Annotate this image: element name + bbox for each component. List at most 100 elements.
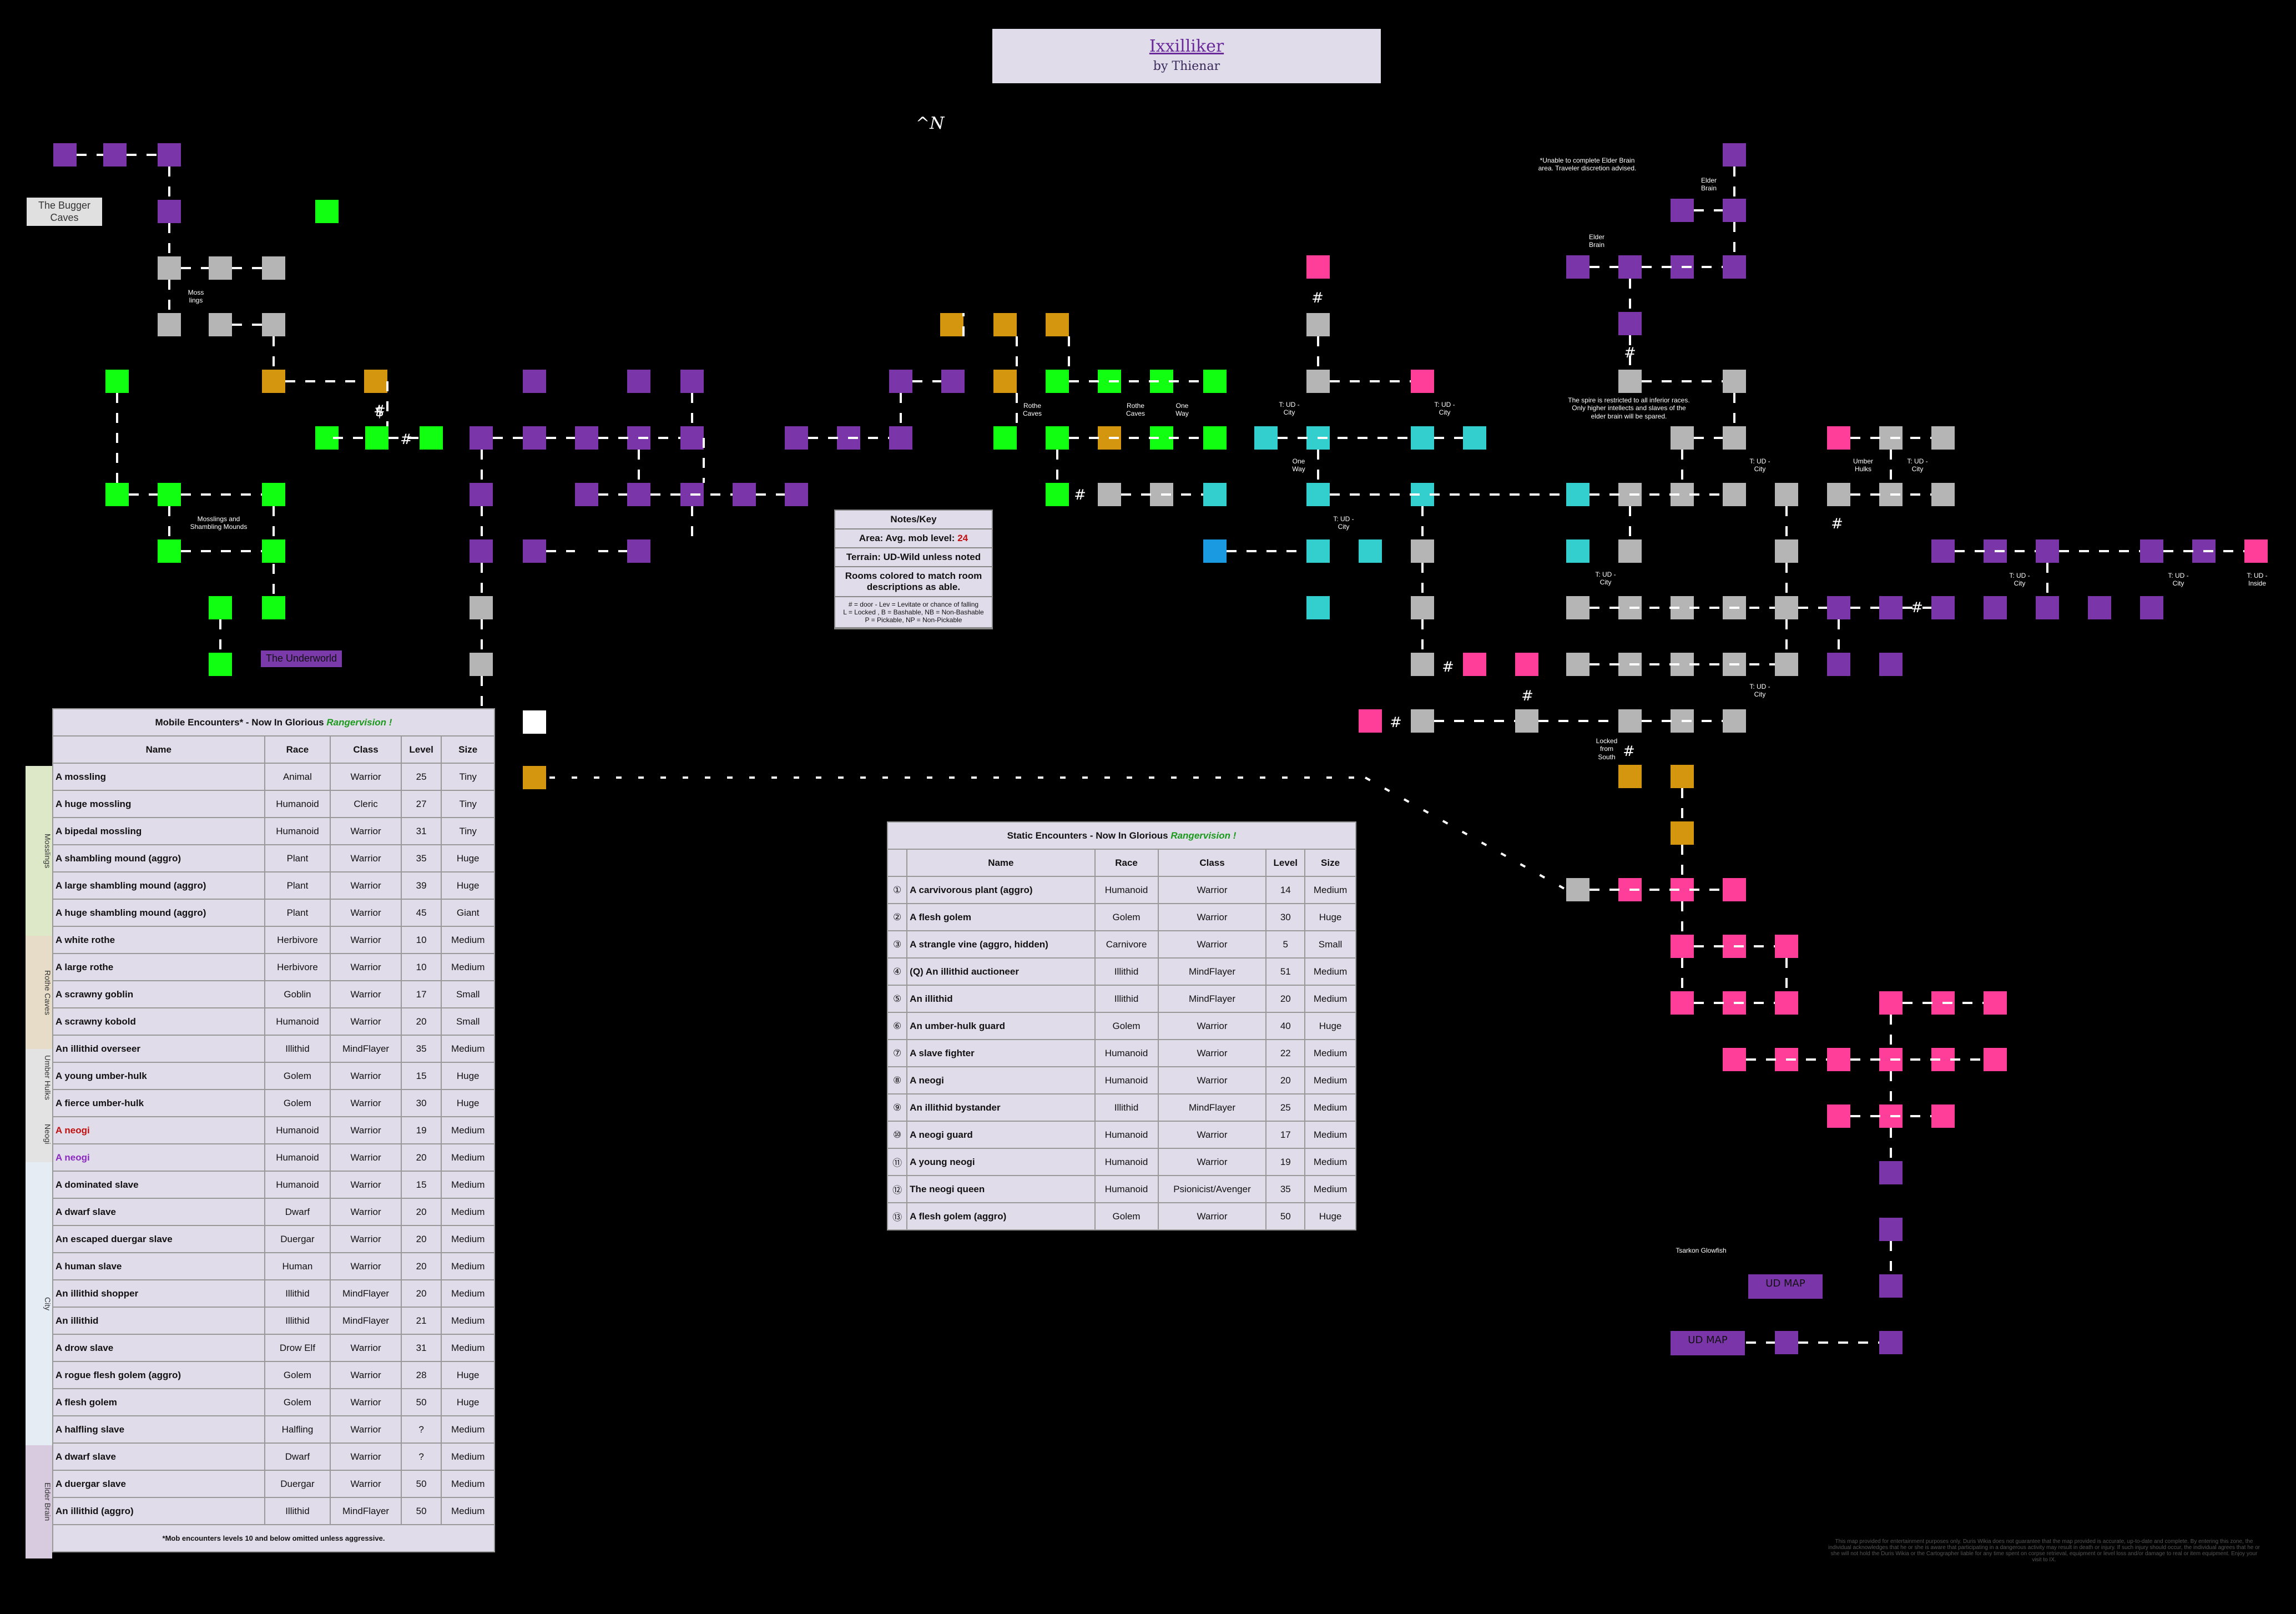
map-room[interactable]: [420, 426, 443, 450]
map-room[interactable]: [1671, 199, 1694, 222]
map-room[interactable]: [1827, 1048, 1850, 1071]
map-room[interactable]: [1671, 935, 1694, 958]
map-room[interactable]: [1046, 370, 1069, 393]
map-room[interactable]: [2036, 596, 2059, 619]
map-room[interactable]: [53, 143, 77, 167]
map-room[interactable]: [1984, 596, 2007, 619]
map-room[interactable]: [158, 539, 181, 563]
map-room[interactable]: [1723, 709, 1746, 733]
map-room[interactable]: [1827, 483, 1850, 506]
map-room[interactable]: [1879, 653, 1903, 676]
map-room[interactable]: [1775, 935, 1798, 958]
map-room[interactable]: [1306, 539, 1330, 563]
map-room[interactable]: [1411, 539, 1434, 563]
bugger-caves-label[interactable]: The Bugger Caves: [27, 198, 102, 226]
map-room[interactable]: [523, 426, 546, 450]
map-room[interactable]: [1827, 596, 1850, 619]
map-room[interactable]: [1723, 426, 1746, 450]
map-room[interactable]: [1931, 1104, 1955, 1128]
map-room[interactable]: [1306, 596, 1330, 619]
map-room[interactable]: [364, 370, 387, 393]
map-room[interactable]: [1046, 426, 1069, 450]
map-room[interactable]: [523, 710, 546, 734]
map-room[interactable]: [1515, 709, 1538, 733]
map-room[interactable]: [1671, 821, 1694, 845]
map-room[interactable]: [627, 370, 650, 393]
map-room[interactable]: [1515, 653, 1538, 676]
map-room[interactable]: [1879, 1331, 1903, 1354]
map-room[interactable]: [262, 370, 285, 393]
map-room[interactable]: [1775, 483, 1798, 506]
map-room[interactable]: [575, 483, 598, 506]
map-room[interactable]: [941, 370, 965, 393]
map-room[interactable]: [2140, 539, 2163, 563]
map-room[interactable]: [470, 426, 493, 450]
map-room[interactable]: [1306, 255, 1330, 279]
map-room[interactable]: [1723, 878, 1746, 901]
map-room[interactable]: [1203, 426, 1227, 450]
map-room[interactable]: [1931, 596, 1955, 619]
map-room[interactable]: [209, 256, 232, 280]
map-room[interactable]: [158, 143, 181, 167]
map-room[interactable]: [105, 483, 129, 506]
map-room[interactable]: [523, 766, 546, 789]
map-room[interactable]: [1254, 426, 1278, 450]
map-room[interactable]: [785, 426, 808, 450]
map-room[interactable]: [1775, 539, 1798, 563]
map-room[interactable]: [785, 483, 808, 506]
map-room[interactable]: [262, 483, 285, 506]
map-room[interactable]: [993, 426, 1017, 450]
map-room[interactable]: [1931, 426, 1955, 450]
map-room[interactable]: [1723, 199, 1746, 222]
map-room[interactable]: [1671, 426, 1694, 450]
map-room[interactable]: [470, 653, 493, 676]
map-room[interactable]: [1879, 1218, 1903, 1241]
map-room[interactable]: [1984, 991, 2007, 1015]
ud-map-room-1[interactable]: [1748, 1274, 1823, 1299]
map-room[interactable]: [1566, 483, 1589, 506]
map-room[interactable]: [209, 313, 232, 336]
map-room[interactable]: [523, 370, 546, 393]
map-room[interactable]: [1879, 1274, 1903, 1298]
map-room[interactable]: [1723, 370, 1746, 393]
map-room[interactable]: [1411, 370, 1434, 393]
map-room[interactable]: [2244, 539, 2268, 563]
ud-map-room-2[interactable]: [1671, 1331, 1745, 1355]
map-room[interactable]: [1306, 483, 1330, 506]
map-room[interactable]: [1566, 653, 1589, 676]
map-room[interactable]: [733, 483, 756, 506]
map-room[interactable]: [1775, 596, 1798, 619]
map-room[interactable]: [523, 539, 546, 563]
map-room[interactable]: [1671, 991, 1694, 1015]
map-room[interactable]: [1671, 765, 1694, 788]
map-room[interactable]: [1618, 370, 1642, 393]
map-room[interactable]: [627, 483, 650, 506]
map-room[interactable]: [1931, 539, 1955, 563]
map-room[interactable]: [1411, 653, 1434, 676]
map-room[interactable]: [680, 426, 704, 450]
map-room[interactable]: [2140, 596, 2163, 619]
map-room[interactable]: [889, 426, 912, 450]
map-room[interactable]: [1463, 653, 1486, 676]
map-room[interactable]: [1618, 539, 1642, 563]
map-room[interactable]: [1723, 483, 1746, 506]
map-room[interactable]: [1046, 313, 1069, 336]
map-room[interactable]: [1618, 312, 1642, 335]
map-room[interactable]: [1203, 483, 1227, 506]
map-room[interactable]: [103, 143, 127, 167]
map-room[interactable]: [1566, 539, 1589, 563]
map-room[interactable]: [1879, 1161, 1903, 1184]
map-room[interactable]: [262, 256, 285, 280]
map-room[interactable]: [1775, 991, 1798, 1015]
map-room[interactable]: [1931, 483, 1955, 506]
map-room[interactable]: [365, 426, 388, 450]
map-room[interactable]: [158, 256, 181, 280]
map-room[interactable]: [1359, 709, 1382, 733]
map-room[interactable]: [209, 596, 232, 619]
underworld-label[interactable]: The Underworld: [261, 650, 342, 667]
map-room[interactable]: [1723, 255, 1746, 279]
map-room[interactable]: [1827, 653, 1850, 676]
map-room[interactable]: [1827, 1104, 1850, 1128]
map-room[interactable]: [1827, 426, 1850, 450]
map-room[interactable]: [1879, 596, 1903, 619]
